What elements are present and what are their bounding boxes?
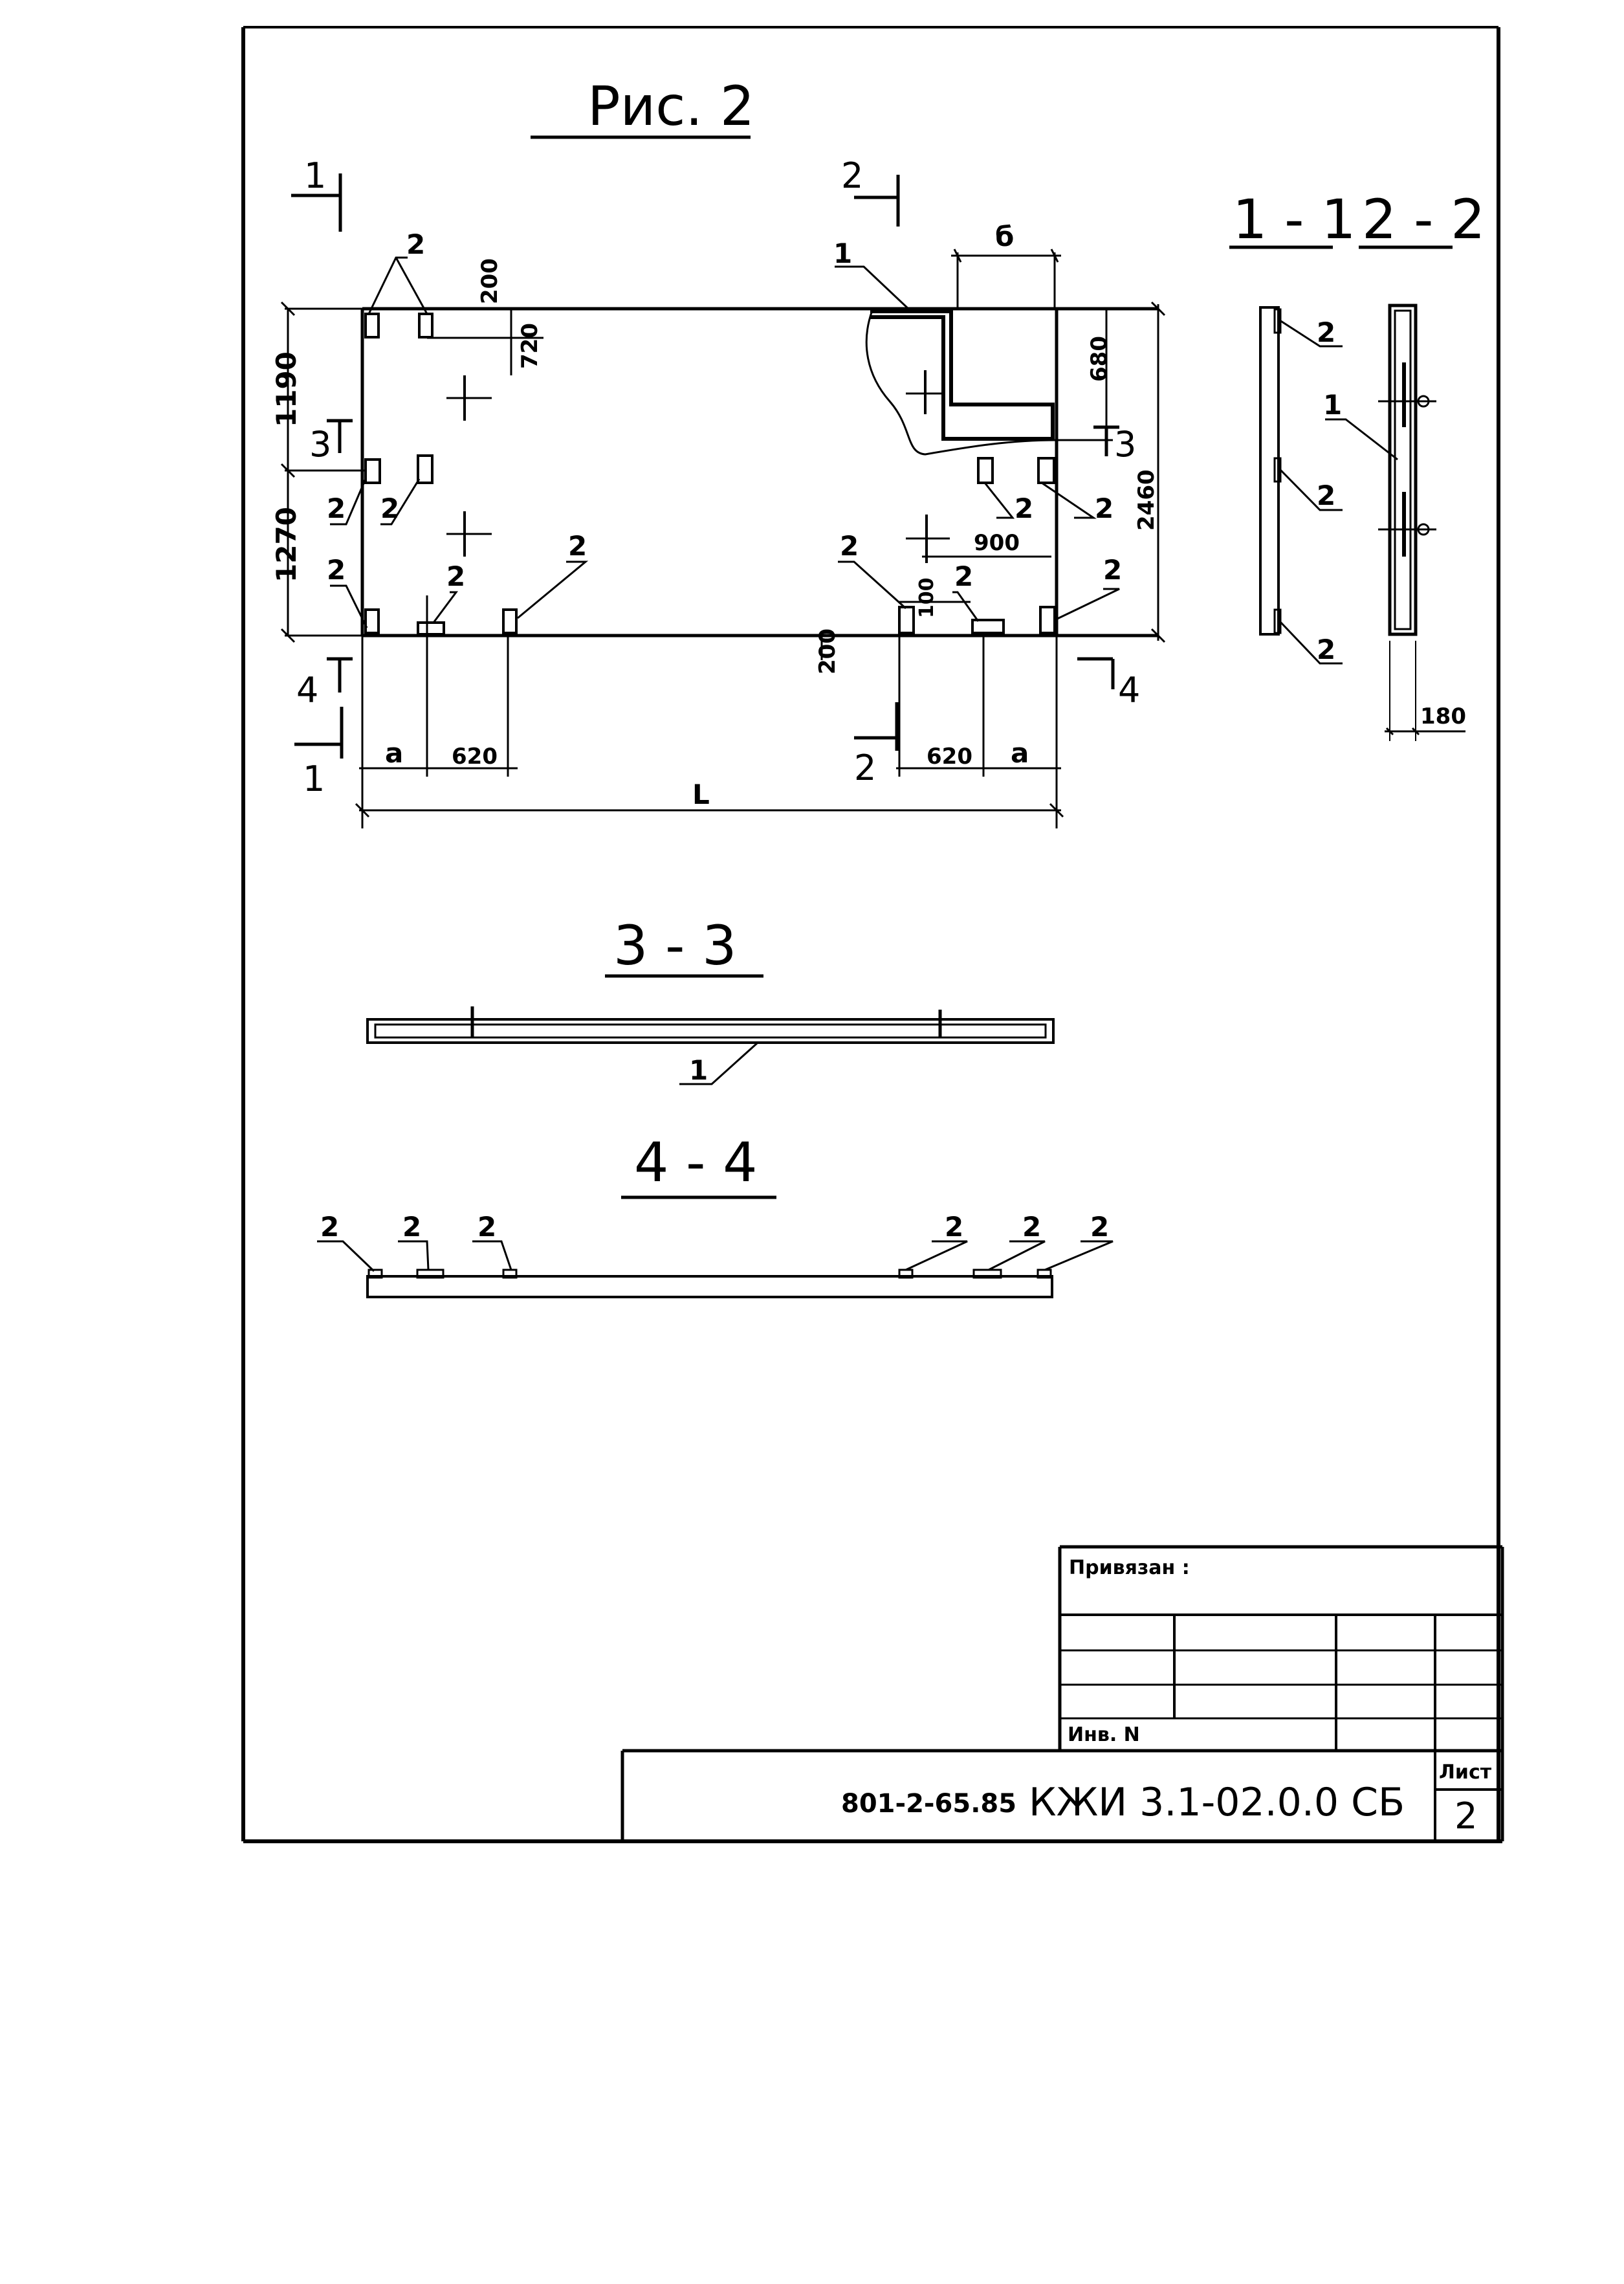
label-pos2: 2: [446, 560, 465, 592]
embed-plate: [364, 458, 381, 484]
embed-plate: [971, 619, 1005, 634]
dim-680: 680: [1086, 336, 1112, 382]
embed-plate: [1037, 457, 1055, 484]
title-block: [620, 1545, 1504, 1841]
s44-pos2: 2: [1090, 1211, 1109, 1243]
label-pos2: 2: [327, 493, 346, 524]
s11-pos2: 2: [1317, 480, 1335, 511]
plan-leaders: [330, 256, 1120, 628]
sheet-label: Лист: [1439, 1761, 1492, 1784]
embed-plate: [364, 608, 380, 634]
label-pos2: 2: [1015, 493, 1033, 524]
sheet-number: 2: [1454, 1795, 1478, 1837]
dim-b: б: [995, 221, 1014, 252]
dim-180: 180: [1420, 704, 1466, 729]
label-pos2: 2: [1103, 554, 1122, 586]
cut-mark-4-left: 4: [296, 670, 318, 711]
dim-720: 720: [517, 323, 543, 369]
cut-mark-4-right: 4: [1118, 670, 1140, 711]
label-pos2: 2: [327, 554, 346, 586]
embed-plate: [417, 621, 445, 636]
document-code: 801-2-65.85: [841, 1789, 1016, 1819]
section-3-3: [366, 1006, 1055, 1085]
dim-L: L: [692, 779, 710, 810]
label-pos1: 1: [833, 238, 852, 269]
s44-pos2: 2: [477, 1211, 496, 1243]
s33-pos1: 1: [689, 1054, 708, 1086]
embed-plate: [977, 457, 994, 484]
label-pos2: 2: [568, 530, 587, 562]
s44-pos2: 2: [402, 1211, 421, 1243]
embed-plate: [418, 313, 433, 338]
embed-plate: [1039, 606, 1056, 634]
embed-plate: [364, 313, 380, 338]
dim-100: 100: [916, 577, 938, 618]
dim-2460: 2460: [1134, 469, 1159, 531]
cut-mark-2-top: 2: [841, 155, 863, 196]
s22-pos1: 1: [1323, 389, 1342, 421]
document-designation: КЖИ 3.1-02.0.0 СБ: [1029, 1780, 1405, 1825]
section-3-3-title: 3 - 3: [613, 914, 737, 977]
dim-1190: 1190: [270, 351, 302, 427]
section-1-1-title: 1 - 1: [1233, 188, 1356, 251]
section-4-4: [317, 1240, 1114, 1298]
cut-mark-3-left: 3: [309, 424, 331, 465]
cut-mark-3-right: 3: [1114, 424, 1136, 465]
sheet-frame: [241, 26, 1502, 1843]
label-pos2: 2: [1095, 493, 1114, 524]
dim-a-right: a: [1011, 737, 1029, 769]
embed-plate: [898, 606, 915, 634]
reinforcement-frame: [870, 309, 1055, 441]
cut-mark-2-bottom: 2: [854, 748, 876, 788]
dim-1270: 1270: [270, 507, 302, 582]
dim-200-top: 200: [477, 258, 503, 304]
panel-plan: [360, 307, 1158, 638]
section-cut-marks: [291, 173, 1119, 759]
dim-200-bottom: 200: [815, 628, 840, 674]
s44-pos2: 2: [945, 1211, 963, 1243]
inv-label: Инв. N: [1068, 1724, 1140, 1746]
embed-plate: [502, 608, 518, 634]
s11-pos2: 2: [1317, 316, 1335, 348]
dim-a-left: a: [385, 737, 403, 769]
s11-pos2: 2: [1317, 634, 1335, 665]
cut-mark-1-top: 1: [304, 155, 326, 196]
label-pos2: 2: [840, 530, 859, 562]
label-pos2: 2: [406, 228, 425, 260]
dim-900: 900: [974, 530, 1020, 556]
plan-dimensions: [280, 249, 1166, 828]
privyazan-label: Привязан :: [1069, 1557, 1190, 1579]
label-pos2: 2: [380, 493, 399, 524]
s44-pos2: 2: [320, 1211, 339, 1243]
section-4-4-title: 4 - 4: [634, 1131, 758, 1194]
section-2-2-title: 2 - 2: [1362, 188, 1486, 251]
s44-pos2: 2: [1022, 1211, 1041, 1243]
section-2-2: [1325, 304, 1465, 741]
cut-mark-1-bottom: 1: [303, 759, 325, 799]
section-1-1: [1259, 306, 1343, 665]
dim-620-left: 620: [452, 744, 498, 770]
embed-plate: [417, 454, 433, 484]
label-pos2: 2: [954, 560, 973, 592]
figure-title: Рис. 2: [587, 74, 754, 138]
dim-620-right: 620: [927, 744, 972, 770]
